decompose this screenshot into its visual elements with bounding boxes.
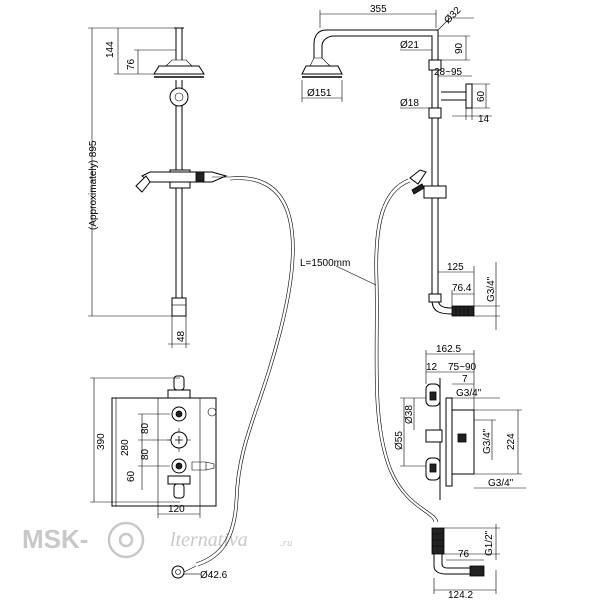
left-hose-outer [197, 176, 295, 567]
right-view: 355 Ø32 Ø151 Ø21 90 28~95 60 Ø18 [301, 4, 500, 330]
right-elbow-fitting [451, 305, 475, 317]
right-dim-bracket-depth: 14 [478, 114, 490, 125]
right-hose-inner [374, 178, 435, 523]
right-riser [431, 46, 439, 260]
left-rail [175, 106, 183, 298]
valve-side-mid-handle [425, 429, 443, 443]
valve-dim-bottom-spacing: 60 [126, 470, 137, 482]
valve-top-handle-base [167, 389, 191, 399]
wall-outlet-fitting [469, 565, 485, 577]
right-riser-joint-lower [428, 107, 442, 119]
valve-dim-mid-spacing: 80 [140, 448, 151, 460]
right-dim-riser-offset: 90 [454, 42, 465, 54]
valve-side-mid-port [457, 433, 467, 443]
right-dim-bracket-height: 60 [476, 90, 487, 102]
right-arm-bend [313, 29, 335, 58]
right-wall-bracket-plate [465, 83, 473, 109]
valve-dim-outlet-diameter: Ø42.6 [200, 570, 228, 581]
left-shower-head [153, 65, 205, 75]
wall-outlet-dim-depth: 76 [458, 549, 470, 560]
left-handset-grip [195, 171, 205, 183]
left-riser-joint-inner [174, 92, 184, 102]
right-shower-head [301, 65, 343, 75]
right-dim-arm-length: 355 [370, 4, 387, 15]
watermark-at-inner [118, 532, 134, 548]
right-dim-elbow-width: 125 [447, 262, 464, 273]
left-riser-joint [169, 87, 189, 107]
valve-top-screw [207, 407, 217, 417]
valve-outlet [171, 565, 185, 579]
valve-side-plate [445, 397, 453, 487]
wall-outlet-dim-width: 124.2 [448, 590, 473, 600]
right-handset-grip [411, 183, 425, 195]
watermark-brand-suffix: .ru [280, 537, 293, 549]
left-rail-top [175, 80, 183, 88]
left-dim-head-top: 144 [105, 41, 116, 58]
wall-outlet-view: G1/2" 76 124.2 [431, 524, 500, 600]
valve-side-view: 162.5 12 75~90 7 G3/4" Ø55 Ø38 G3/4" 224… [394, 344, 526, 500]
right-handset [409, 169, 427, 185]
right-dim-elbow-depth: 76.4 [452, 283, 472, 294]
left-bottom-elbow [171, 297, 187, 317]
watermark: MSK- lternativa .ru [22, 521, 293, 559]
left-handset-head [135, 175, 151, 193]
right-arm [326, 29, 439, 46]
right-dim-elbow-thread: G3/4" [486, 276, 497, 302]
valve-dim-plate-width: 120 [168, 504, 185, 515]
wall-outlet-hose-nut [431, 527, 445, 555]
valve-side-dim-body-height: 224 [506, 433, 517, 450]
valve-side-dim-wall-offset: 12 [426, 362, 438, 373]
left-dim-total-height: (Approximately) 895 [88, 140, 99, 230]
right-wall-bracket-arm [441, 91, 467, 101]
watermark-brand-left: MSK- [22, 524, 88, 554]
valve-side-dim-seven: 7 [462, 374, 468, 385]
valve-bottom-handle [173, 483, 185, 499]
right-dim-arm-diameter: Ø32 [442, 5, 463, 26]
valve-side-dim-thread-mid: G3/4" [482, 428, 493, 454]
right-hose-outer [377, 181, 439, 523]
valve-front-view: 390 280 80 80 60 120 Ø42.6 [90, 375, 228, 581]
right-dim-head-diameter: Ø151 [307, 88, 332, 99]
valve-lower-lever [191, 461, 215, 471]
wall-outlet-elbow [433, 554, 470, 575]
valve-side-dim-adjust-range: 75~90 [448, 362, 477, 373]
valve-side-body [451, 409, 475, 475]
right-dim-bracket-range: 28~95 [434, 67, 463, 78]
valve-dim-top-spacing: 80 [140, 422, 151, 434]
watermark-at-icon [107, 521, 145, 559]
left-hose-inner [195, 179, 292, 564]
valve-dim-plate-height: 280 [120, 439, 131, 456]
valve-side-dim-thread-bottom: G3/4" [488, 478, 514, 489]
valve-side-dim-thread-top: G3/4" [456, 388, 482, 399]
right-hose-length: L=1500mm [300, 258, 350, 269]
left-arm-pipe [174, 27, 184, 60]
left-view: (Approximately) 895 144 76 48 [88, 27, 230, 348]
valve-bottom-handle-base [167, 475, 191, 485]
valve-side-dim-overall-depth: 162.5 [436, 344, 461, 355]
left-shower-head-top [165, 59, 193, 67]
right-dim-riser-diameter: Ø21 [400, 40, 419, 51]
watermark-brand-right: lternativa [170, 529, 248, 551]
wall-outlet-dim-thread: G1/2" [484, 530, 495, 556]
right-riser-joint [428, 59, 442, 71]
left-dim-head-arm: 76 [126, 58, 137, 70]
valve-side-dim-handle-diameter-b: Ø55 [394, 431, 405, 450]
right-dim-rail-diameter: Ø18 [400, 98, 419, 109]
valve-dim-total-height: 390 [96, 433, 107, 450]
right-handset-holder [423, 185, 447, 199]
valve-side-dim-handle-diameter-a: Ø38 [404, 405, 415, 424]
left-dim-bottom-width: 48 [176, 330, 187, 342]
